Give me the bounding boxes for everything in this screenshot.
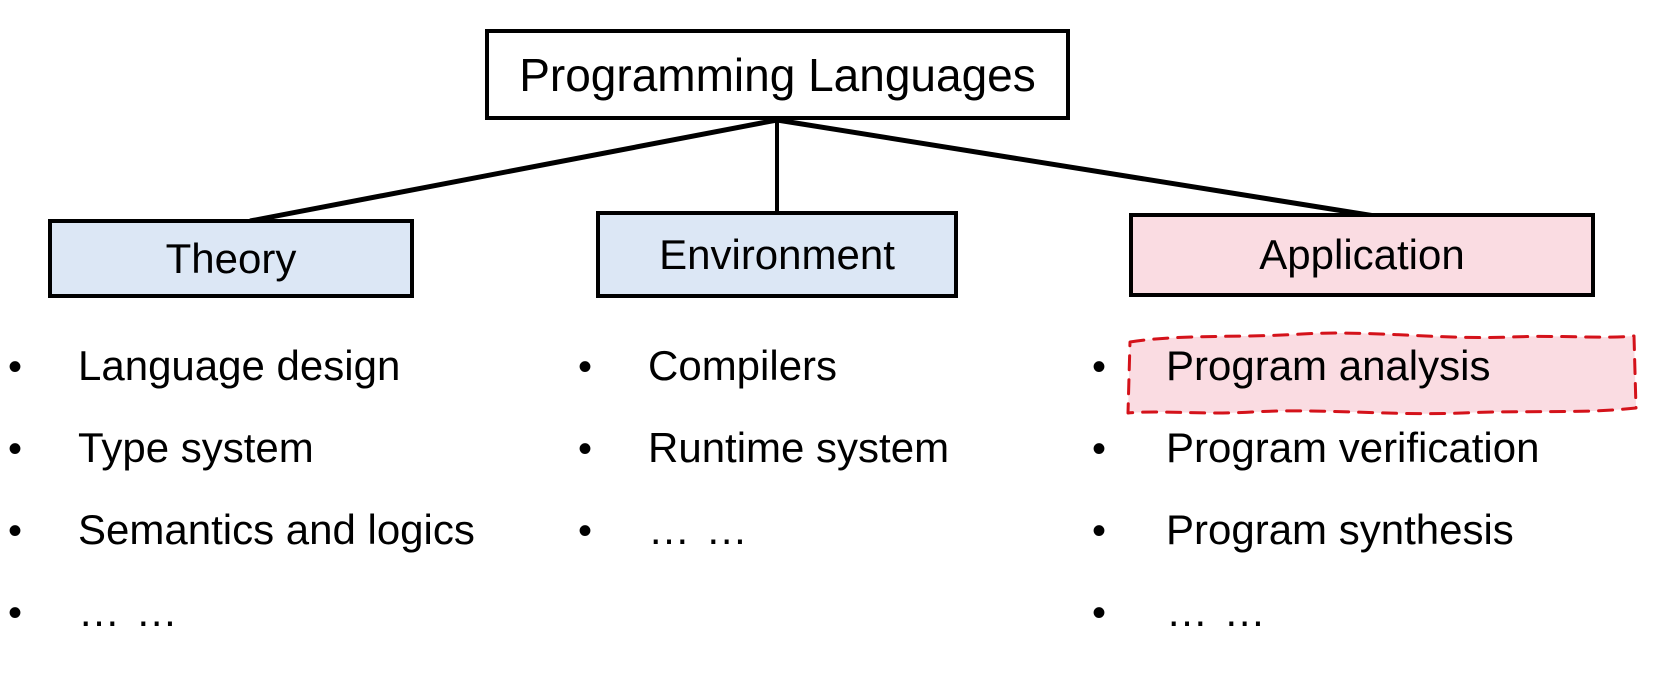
list-item[interactable]: • … … [0,591,560,673]
node-environment[interactable]: Environment [596,211,958,298]
bullet-icon: • [8,591,23,635]
bullet-icon: • [578,509,593,553]
list-item-label: Type system [78,424,314,471]
list-item[interactable]: • Compilers [560,345,1090,427]
list-item[interactable]: • Program verification [1070,427,1672,509]
node-application[interactable]: Application [1129,213,1595,297]
connector-root-to-application [776,117,1382,220]
list-item-label: Semantics and logics [78,506,475,553]
list-item-label: … … [648,506,750,553]
list-item[interactable]: • Semantics and logics [0,509,560,591]
bullet-icon: • [1092,345,1107,389]
list-item-label: Language design [78,342,401,389]
list-item[interactable]: • Type system [0,427,560,509]
list-item[interactable]: • Program synthesis [1070,509,1672,591]
node-theory[interactable]: Theory [48,219,414,298]
bullet-icon: • [578,427,593,471]
bullet-icon: • [8,345,23,389]
list-item[interactable]: • … … [560,509,1090,591]
list-item-label: Runtime system [648,424,950,471]
list-item-label: Compilers [648,342,838,389]
list-item[interactable]: • Runtime system [560,427,1090,509]
list-item-label: Program analysis [1166,342,1491,389]
bullet-icon: • [1092,509,1107,553]
connector-root-to-theory [249,117,778,224]
environment-bullet-list: • Compilers • Runtime system • … … [560,345,1090,591]
bullet-icon: • [578,345,593,389]
bullet-icon: • [8,509,23,553]
node-application-label: Application [1259,231,1465,278]
node-programming-languages[interactable]: Programming Languages [485,29,1070,120]
list-item-label: … … [78,588,180,635]
list-item-label: … … [1166,588,1268,635]
list-item-label: Program verification [1166,424,1540,471]
theory-bullet-list: • Language design • Type system • Semant… [0,345,560,673]
application-bullet-list: • Program analysis • Program verificatio… [1070,345,1672,673]
bullet-icon: • [1092,427,1107,471]
list-item-label: Program synthesis [1166,506,1514,553]
list-item-highlighted[interactable]: • Program analysis [1070,345,1672,427]
list-item[interactable]: • Language design [0,345,560,427]
bullet-icon: • [1092,591,1107,635]
bullet-icon: • [8,427,23,471]
node-environment-label: Environment [659,230,895,278]
list-item[interactable]: • … … [1070,591,1672,673]
node-theory-label: Theory [165,234,297,282]
node-programming-languages-label: Programming Languages [519,48,1036,101]
